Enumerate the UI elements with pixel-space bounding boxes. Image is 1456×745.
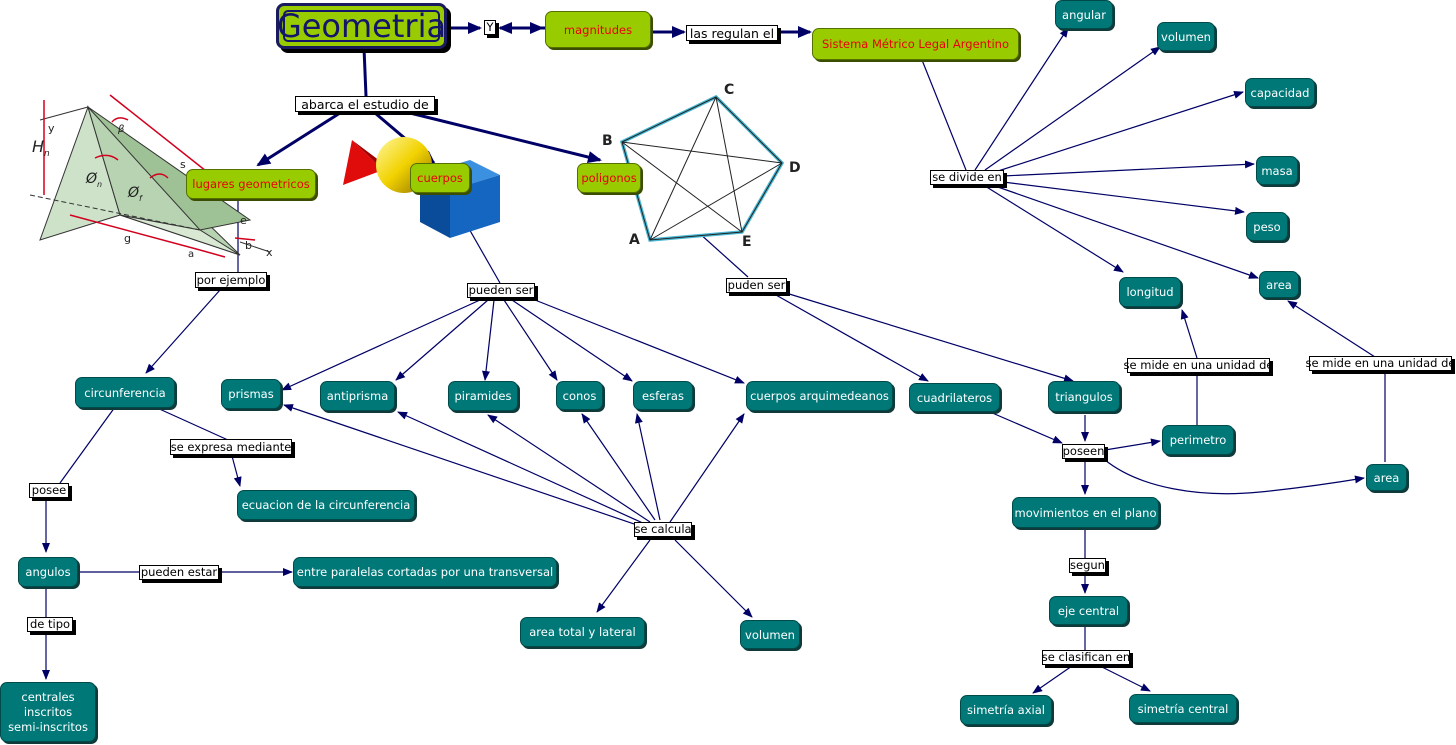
concept-perimetro[interactable]: perimetro [1162,425,1234,455]
vertex-e-label: E [742,234,752,250]
pyramid-on-sub: n [97,180,102,189]
concept-triangulos[interactable]: triangulos [1048,381,1120,412]
link-por-ejemplo[interactable]: por ejemplo [195,272,267,288]
link-pueden-estar[interactable]: pueden estar [139,565,219,580]
pyramid-b-label: b [245,239,252,252]
concept-magnitudes[interactable]: magnitudes [545,11,651,48]
concept-area-poligono[interactable]: area [1366,464,1407,491]
link-las-regulan-el[interactable]: las regulan el [686,25,778,41]
pyramid-y-label: y [48,122,55,135]
link-segun[interactable]: segun [1069,558,1106,573]
concept-peso[interactable]: peso [1246,212,1288,241]
pyramid-h-label: H [32,137,44,156]
concept-ecuacion-circunferencia[interactable]: ecuacion de la circunferencia [237,490,415,520]
pyramid-e-label: e [240,214,247,227]
concept-volumen-calculo[interactable]: volumen [740,620,800,649]
concept-piramides[interactable]: piramides [448,381,518,411]
link-poseen[interactable]: poseen [1062,444,1105,459]
concept-eje-central[interactable]: eje central [1049,596,1128,625]
pyramid-diagram: y H n β s Ø n Ø f e g a b x [29,94,273,260]
vertex-d-label: D [789,160,801,176]
link-puden-ser-poligonos[interactable]: puden ser [726,278,787,293]
vertex-c-label: C [724,82,734,98]
concept-area-magnitud[interactable]: area [1259,271,1299,298]
tipo-centrales: centrales [21,689,75,704]
vertex-b-label: B [602,133,613,149]
concept-masa[interactable]: masa [1256,156,1298,185]
concept-cuerpos[interactable]: cuerpos [410,163,470,193]
pyramid-a-label: a [188,249,194,260]
link-se-divide-en[interactable]: se divide en [930,170,1004,185]
concept-volumen-magnitud[interactable]: volumen [1157,22,1215,51]
pyramid-of-sub: f [139,194,143,203]
concept-sistema-metrico[interactable]: Sistema Métrico Legal Argentino [812,28,1019,60]
concept-area-total-lateral[interactable]: area total y lateral [520,617,645,647]
link-se-mide-longitud[interactable]: se mide en una unidad de [1123,358,1274,373]
concept-geometria-title: Geometria [276,7,447,45]
pyramid-h-sub: n [44,149,50,159]
concept-simetria-central[interactable]: simetría central [1129,694,1237,723]
concept-geometria[interactable]: Geometria [276,3,447,49]
tipo-semi-inscritos: semi-inscritos [8,719,88,734]
concept-cuadrilateros[interactable]: cuadrilateros [909,383,1000,412]
pyramid-s-label: s [180,158,186,171]
root-frame [283,10,440,42]
concept-angular[interactable]: angular [1055,0,1113,29]
link-se-mide-area[interactable]: se mide en una unidad de [1305,356,1456,371]
concept-simetria-axial[interactable]: simetría axial [960,695,1052,725]
concept-cuerpos-arquimedeanos[interactable]: cuerpos arquimedeanos [746,381,893,411]
pyramid-x-label: x [266,246,273,259]
link-posee[interactable]: posee [29,483,69,498]
pyramid-beta-label: β [117,124,125,135]
link-se-expresa-mediante[interactable]: se expresa mediante [170,439,292,455]
concept-prismas[interactable]: prismas [221,379,281,409]
pyramid-of-label: Ø [127,185,140,201]
tipo-inscritos: inscritos [23,704,73,719]
concept-tipos-angulos[interactable]: centrales inscritos semi-inscritos [0,682,96,742]
link-se-clasifican-en[interactable]: se clasifican en [1041,650,1131,665]
concept-circunferencia[interactable]: circunferencia [75,377,175,408]
concept-longitud[interactable]: longitud [1119,277,1181,307]
concept-paralelas-transversal[interactable]: entre paralelas cortadas por una transve… [293,557,557,587]
pentagon-illustration: C B D A E [602,82,801,250]
link-se-calcula[interactable]: se calcula [634,522,692,537]
concept-capacidad[interactable]: capacidad [1245,78,1315,107]
concept-conos[interactable]: conos [556,381,603,410]
pyramid-on-label: Ø [85,171,98,187]
vertex-a-label: A [629,232,640,248]
concept-antiprisma[interactable]: antiprisma [320,381,395,411]
concept-poligonos[interactable]: poligonos [577,163,641,193]
concept-esferas[interactable]: esferas [633,381,693,410]
concept-lugares-geometricos[interactable]: lugares geometricos [186,169,316,199]
link-pueden-ser-cuerpos[interactable]: pueden ser [467,283,535,298]
link-y[interactable]: Y [484,20,496,35]
link-de-tipo[interactable]: de tipo [27,617,73,632]
link-abarca-el-estudio-de[interactable]: abarca el estudio de [295,96,435,112]
concept-angulos[interactable]: angulos [18,557,78,587]
concept-movimientos-plano[interactable]: movimientos en el plano [1012,497,1159,528]
pyramid-g-label: g [124,232,131,245]
